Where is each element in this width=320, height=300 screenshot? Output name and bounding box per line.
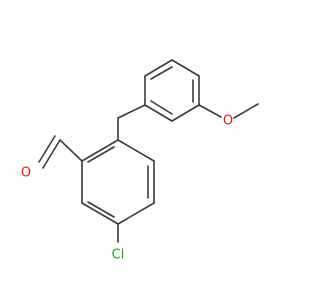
chlorobenzaldehyde-ring <box>81 139 155 225</box>
methoxy-group: O <box>198 103 259 129</box>
molecule-structure: O O Cl <box>21 59 259 263</box>
methylene-bridge <box>117 104 146 141</box>
bond <box>117 104 146 119</box>
bond <box>81 202 119 225</box>
ether-oxygen-label: O <box>223 114 233 129</box>
double-bond-inner <box>150 66 173 80</box>
bond <box>144 59 173 77</box>
bond <box>171 104 200 122</box>
bond <box>198 104 222 118</box>
structure-canvas: O O Cl <box>20 59 259 263</box>
bond <box>233 103 259 119</box>
double-bond-inner <box>38 135 56 163</box>
chloro-substituent: Cl <box>112 223 125 263</box>
bond <box>144 104 173 122</box>
double-bond-inner <box>87 201 115 218</box>
aldehyde-oxygen-label: O <box>21 166 31 181</box>
bond <box>42 139 61 169</box>
bond <box>171 59 200 77</box>
chlorine-label: Cl <box>112 248 125 263</box>
bond <box>59 139 83 162</box>
bond <box>117 202 155 225</box>
double-bond-inner <box>87 146 115 163</box>
methoxyphenyl-ring <box>144 59 200 122</box>
bond <box>81 139 119 162</box>
aldehyde-group: O <box>21 135 83 181</box>
bond <box>117 139 155 162</box>
double-bond-inner <box>150 100 173 115</box>
